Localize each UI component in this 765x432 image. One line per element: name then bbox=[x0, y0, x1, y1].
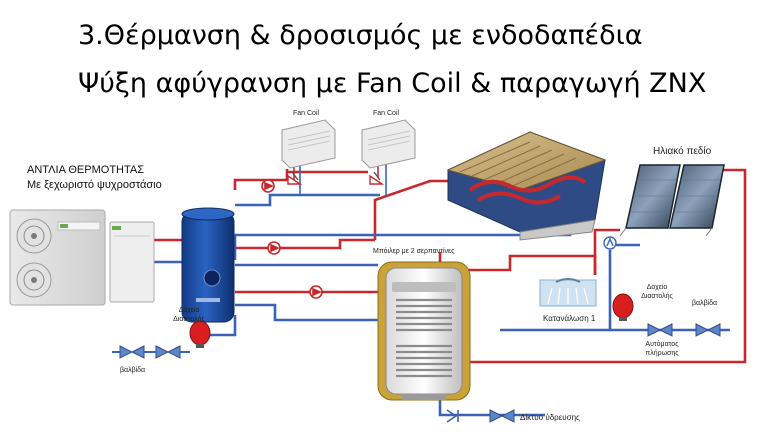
shower-icon bbox=[539, 278, 597, 307]
lower-coil bbox=[396, 344, 452, 378]
solar-pump bbox=[603, 236, 617, 250]
circulation-pump-2 bbox=[267, 241, 281, 255]
auto-fill-label: Αυτόματος πλήρωσης bbox=[645, 341, 679, 357]
mains-valve bbox=[489, 409, 515, 423]
circulation-pump-1 bbox=[261, 179, 275, 193]
expansion-vessel-right bbox=[612, 293, 634, 321]
solar-panel-1 bbox=[625, 164, 681, 229]
expansion-vessel-left-label: Δοχείο Διαστολής bbox=[173, 307, 205, 323]
consumption-label: Κατανάλωση 1 bbox=[543, 314, 596, 323]
valve-right-label: βαλβίδα bbox=[692, 300, 718, 307]
fan-coil-valve-1 bbox=[287, 171, 303, 185]
expansion-vessel-right-label: Δοχείο Διαστολής bbox=[641, 284, 673, 300]
upper-coil bbox=[396, 298, 452, 332]
valves-left-label: βαλβίδα bbox=[120, 367, 146, 374]
buffer-tank bbox=[181, 207, 235, 323]
dhw-boiler bbox=[377, 261, 471, 401]
solar-panel-frame bbox=[619, 227, 713, 237]
circulation-pump-3 bbox=[309, 285, 323, 299]
valve-right bbox=[695, 323, 721, 337]
water-network-label: Δίκτυο ύδρευσης bbox=[520, 413, 580, 422]
heat-pump-label-line-1: ΑΝΤΛΙΑ ΘΕΡΜΟΤΗΤΑΣ bbox=[27, 164, 145, 176]
heat-pump-label-line-2: Με ξεχωριστό ψυχροστάσιο bbox=[27, 179, 162, 191]
fan-coil-label-2: Fan Coil bbox=[373, 110, 400, 117]
boiler-label: Μπόιλερ με 2 σερπαντίνες bbox=[373, 248, 455, 255]
fan-coil-label-1: Fan Coil bbox=[293, 110, 320, 117]
fan-coil-unit-1 bbox=[281, 119, 336, 169]
title-line-1: 3.Θέρμανση & δροσισμός με ενδοδαπέδια bbox=[78, 20, 643, 51]
expansion-vessel-left bbox=[189, 320, 211, 348]
fan-coil-unit-2 bbox=[361, 119, 416, 169]
auto-fill-valve bbox=[647, 323, 673, 337]
heat-pump-indoor-unit bbox=[109, 221, 155, 303]
title-line-2: Ψύξη αφύγρανση με Fan Coil & παραγωγή ΖΝ… bbox=[78, 68, 707, 99]
solar-field-label: Ηλιακό πεδίο bbox=[653, 146, 712, 157]
heat-pump-outdoor-unit bbox=[9, 209, 106, 306]
non-return-valve bbox=[446, 409, 459, 423]
valves-left bbox=[119, 345, 181, 359]
underfloor-heating-section bbox=[446, 131, 607, 241]
fan-coil-valve-2 bbox=[369, 171, 385, 185]
